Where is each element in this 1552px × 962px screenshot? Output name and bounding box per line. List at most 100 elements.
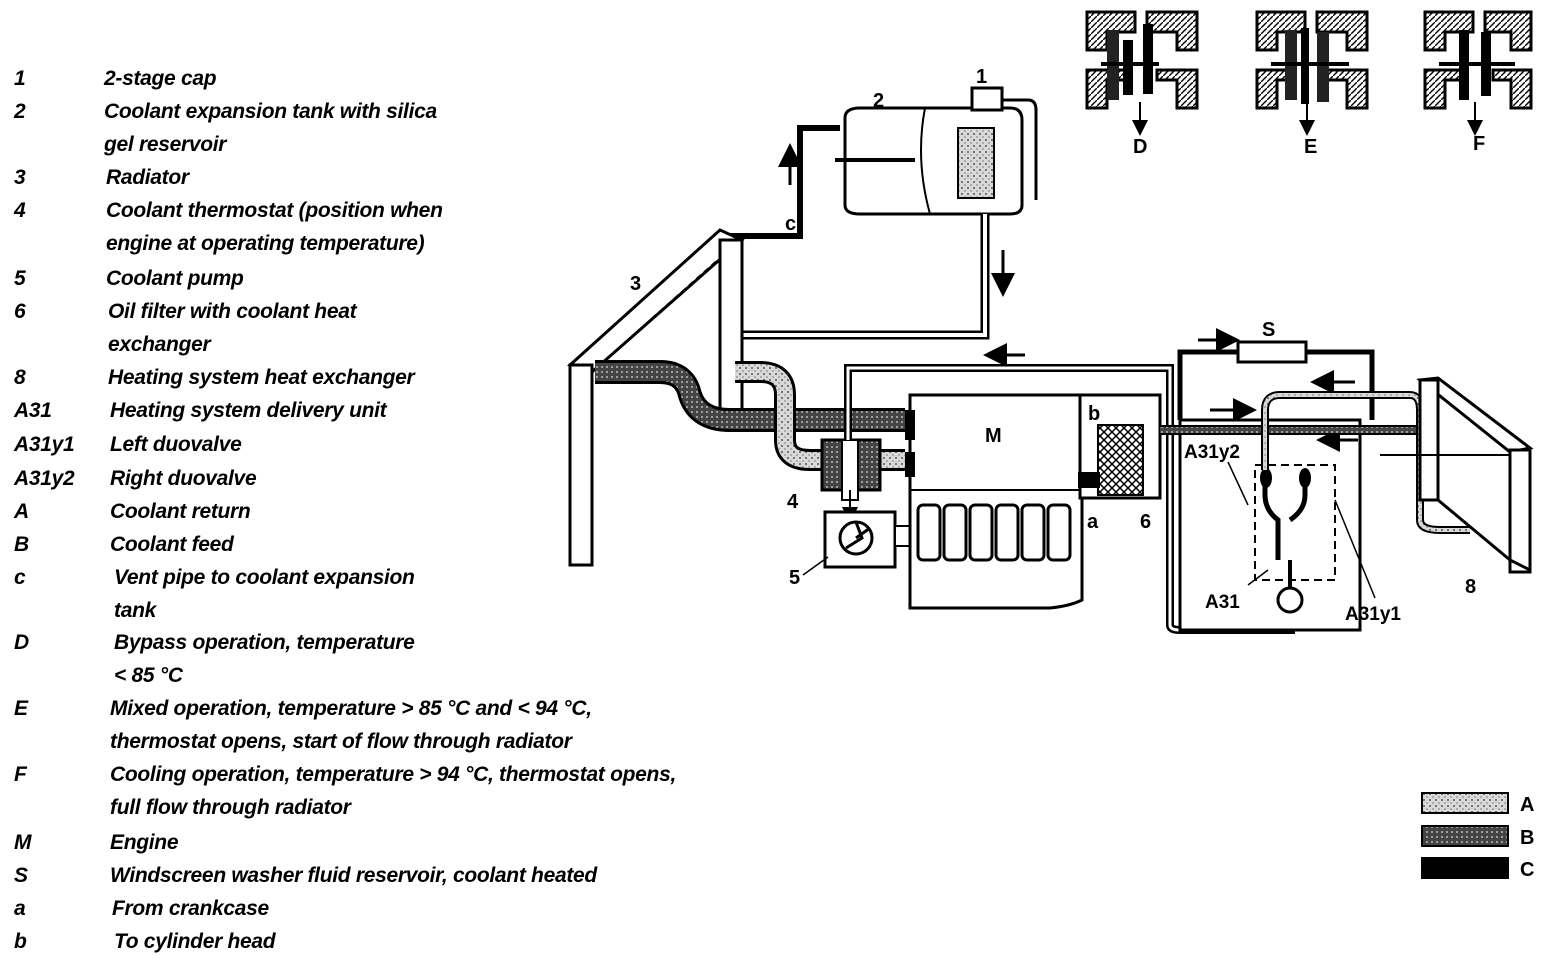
thermostat [820,438,882,523]
legend-description-line: gel reservoir [104,133,227,156]
legend-swatch-b [1421,825,1509,847]
legend-description-line: Right duovalve [110,467,257,490]
legend-description-line: 2-stage cap [104,67,217,90]
engine-label: M [985,425,1002,447]
thermostat-state-e [1255,10,1369,136]
legend-swatch-a [1421,792,1509,814]
legend-description: Coolant expansion tank with silica gel re… [104,97,794,160]
legend-description: 2-stage cap [104,64,794,94]
state-label-e: E [1304,136,1317,158]
radiator [567,228,745,567]
legend-description: Coolant feed [110,530,800,560]
tank-return-pipe [740,214,990,340]
legend-description: Coolant return [110,497,800,527]
legend-description-line: Coolant feed [110,533,234,556]
legend-key: E [14,697,28,720]
legend-description: Coolant pump [106,264,796,294]
delivery-unit-label: A31 [1205,592,1240,613]
heat-exchanger-label: 8 [1465,576,1476,598]
tank-label: 2 [873,90,884,112]
cap-label: 1 [976,66,987,88]
legend-description-line: < 85 °C [114,664,183,687]
legend-description: Coolant thermostat (position when engine … [106,196,796,259]
state-label-d: D [1133,136,1147,158]
legend-description-line: Heating system heat exchanger [108,366,415,389]
legend-description: Heating system delivery unit [110,396,800,426]
right-duovalve-label: A31y2 [1184,442,1240,463]
legend-key: 4 [14,199,26,222]
legend-key: M [14,831,32,854]
oil-filter-label: 6 [1140,511,1151,533]
pump-label: 5 [789,567,800,589]
state-label-f: F [1473,133,1485,155]
legend-list: 1 2-stage cap 2 Coolant expansion tank with… [14,64,802,953]
legend-description: Vent pipe to coolant expansion tank [114,563,804,626]
thermostat-state-f [1423,10,1533,136]
legend-description: Mixed operation, temperature > 85 °C and… [110,694,800,757]
legend-description-line: thermostat opens, start of flow through … [110,730,572,753]
legend-key: 2 [14,100,26,123]
legend-description: Bypass operation, temperature < 85 °C [114,628,804,691]
to-cylinder-head-label: b [1088,403,1100,425]
legend-description-line: Bypass operation, temperature [114,631,415,654]
legend-key: A [14,500,29,523]
legend-description: Cooling operation, temperature > 94 °C, … [110,760,800,823]
legend-description: Right duovalve [110,464,800,494]
from-crankcase-label: a [1087,511,1099,533]
legend-description: Engine [110,828,800,858]
legend-key: D [14,631,29,654]
legend-key: A31y1 [14,433,75,456]
legend-description-line: tank [114,599,156,622]
legend-description: Oil filter with coolant heat exchanger [108,297,798,360]
radiator-label: 3 [630,273,641,295]
legend-key: 6 [14,300,26,323]
legend-description: To cylinder head [114,927,804,957]
washer-reservoir [1177,328,1375,452]
delivery-unit [1178,418,1362,632]
legend-key: A31y2 [14,467,75,490]
legend-key: 8 [14,366,26,389]
legend-description-line: Oil filter with coolant heat [108,300,357,323]
thermostat-state-d [1085,10,1199,136]
legend-description-line: engine at operating temperature) [106,232,425,255]
legend-description-line: To cylinder head [114,930,276,953]
legend-description-line: Left duovalve [110,433,242,456]
legend-key: A31 [14,399,52,422]
legend-description: Windscreen washer fluid reservoir, coola… [110,861,800,891]
legend-description-line: Coolant pump [106,267,244,290]
legend-key: 5 [14,267,26,290]
legend-description-line: full flow through radiator [110,796,351,819]
legend-description-line: Radiator [106,166,189,189]
coolant-pump [823,510,912,569]
legend-swatch-a-label: A [1520,794,1534,816]
legend-key: F [14,763,27,786]
legend-key: 3 [14,166,26,189]
legend-key: B [14,533,29,556]
legend-description-line: exchanger [108,333,211,356]
legend-swatch-b-label: B [1520,827,1534,849]
thermostat-label: 4 [787,491,799,513]
legend-swatch-c-label: C [1520,859,1534,881]
legend-description-line: Mixed operation, temperature > 85 °C and… [110,697,592,720]
legend-key: c [14,566,26,589]
expansion-tank [835,86,1038,216]
left-duovalve-label: A31y1 [1345,604,1401,625]
legend-description-line: Heating system delivery unit [110,399,387,422]
legend-key: b [14,930,27,953]
legend-swatch-c [1421,857,1509,879]
legend-description: From crankcase [112,894,802,924]
legend-description-line: Coolant expansion tank with silica [104,100,437,123]
legend-description-line: From crankcase [112,897,269,920]
heat-exchanger [1380,376,1534,574]
washer-reservoir-label: S [1262,319,1275,341]
legend-key: a [14,897,26,920]
legend-key: 1 [14,67,26,90]
legend-description-line: Windscreen washer fluid reservoir, coola… [110,864,597,887]
legend-description: Left duovalve [110,430,800,460]
oil-filter [1078,393,1162,500]
legend-description-line: Coolant thermostat (position when [106,199,443,222]
legend-description-line: Cooling operation, temperature > 94 °C, … [110,763,676,786]
legend-description-line: Vent pipe to coolant expansion [114,566,415,589]
engine-cylinders [916,503,1072,562]
